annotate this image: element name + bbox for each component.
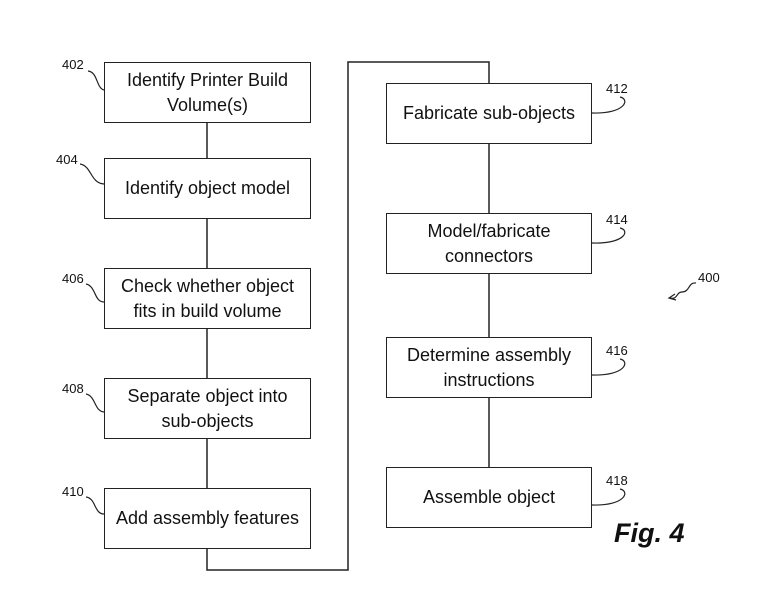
leader-406 [85, 283, 105, 303]
ref-label-414: 414 [606, 212, 628, 227]
step-box-414: Model/fabricate connectors [386, 213, 592, 274]
step-text-402: Identify Printer Build Volume(s) [126, 69, 289, 115]
ref-label-404: 404 [56, 152, 78, 167]
step-box-402: Identify Printer Build Volume(s) [104, 62, 311, 123]
flow-connectors [206, 61, 490, 571]
ref-label-406: 406 [62, 271, 84, 286]
ref-label-402: 402 [62, 57, 84, 72]
ref-label-400: 400 [698, 270, 720, 285]
step-box-410: Add assembly features [104, 488, 311, 549]
ref-label-418: 418 [606, 473, 628, 488]
step-box-412: Fabricate sub-objects [386, 83, 592, 144]
connector-410-412 [206, 61, 490, 571]
leader-408 [85, 393, 105, 413]
ref-label-408: 408 [62, 381, 84, 396]
figure-label: Fig. 4 [614, 518, 685, 548]
leader-400 [669, 282, 697, 299]
leader-416 [591, 358, 626, 376]
step-text-408: Separate object into sub-objects [127, 385, 288, 431]
reference-leaders [79, 70, 697, 515]
step-text-404: Identify object model [124, 178, 291, 198]
ref-label-410: 410 [62, 484, 84, 499]
leader-414 [591, 227, 626, 244]
leader-400-arrowhead [667, 293, 677, 301]
leader-404 [79, 163, 105, 185]
step-text-410: Add assembly features [115, 508, 300, 528]
step-box-416: Determine assembly instructions [386, 337, 592, 398]
step-text-418: Assemble object [422, 487, 556, 507]
leader-412 [591, 96, 626, 114]
leader-402 [87, 70, 105, 91]
step-text-406: Check whether object fits in build volum… [120, 275, 295, 321]
step-text-414: Model/fabricate connectors [427, 220, 551, 266]
step-box-404: Identify object model [104, 158, 311, 219]
step-box-406: Check whether object fits in build volum… [104, 268, 311, 329]
step-text-416: Determine assembly instructions [406, 344, 572, 390]
leader-410 [85, 496, 105, 515]
leader-418 [591, 488, 626, 506]
ref-label-416: 416 [606, 343, 628, 358]
ref-label-412: 412 [606, 81, 628, 96]
step-box-408: Separate object into sub-objects [104, 378, 311, 439]
step-box-418: Assemble object [386, 467, 592, 528]
step-text-412: Fabricate sub-objects [402, 103, 576, 123]
